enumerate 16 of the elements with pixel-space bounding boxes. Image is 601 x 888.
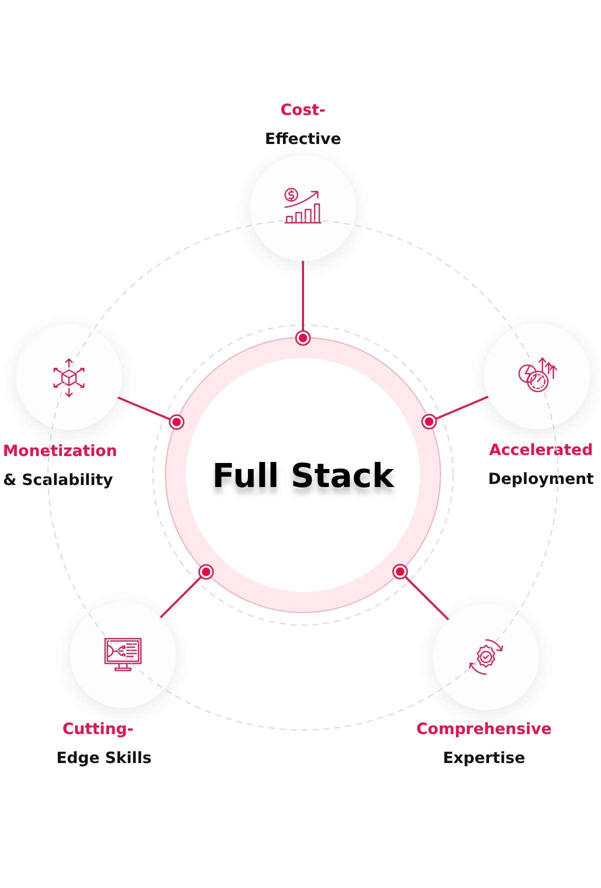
feature-subtitle: Effective bbox=[264, 132, 342, 148]
feature-heading: Monetization bbox=[2, 444, 118, 460]
feature-heading: Comprehensive bbox=[416, 722, 552, 738]
feature-heading: Accelerated bbox=[489, 443, 593, 458]
feature-subtitle: & Scalability bbox=[2, 473, 114, 488]
feature-heading: Cost- bbox=[280, 103, 326, 118]
feature-subtitle: Deployment bbox=[488, 472, 594, 488]
feature-subtitle: Expertise bbox=[442, 751, 526, 766]
connector-line bbox=[160, 564, 214, 618]
connector-line bbox=[392, 564, 450, 620]
connector-line bbox=[421, 396, 489, 430]
connector-line bbox=[295, 261, 311, 346]
hub-title: Full Stack bbox=[212, 456, 394, 494]
feature-heading: Cutting- bbox=[62, 722, 134, 738]
feature-subtitle: Edge Skills bbox=[56, 751, 152, 766]
connector-line bbox=[118, 396, 184, 430]
